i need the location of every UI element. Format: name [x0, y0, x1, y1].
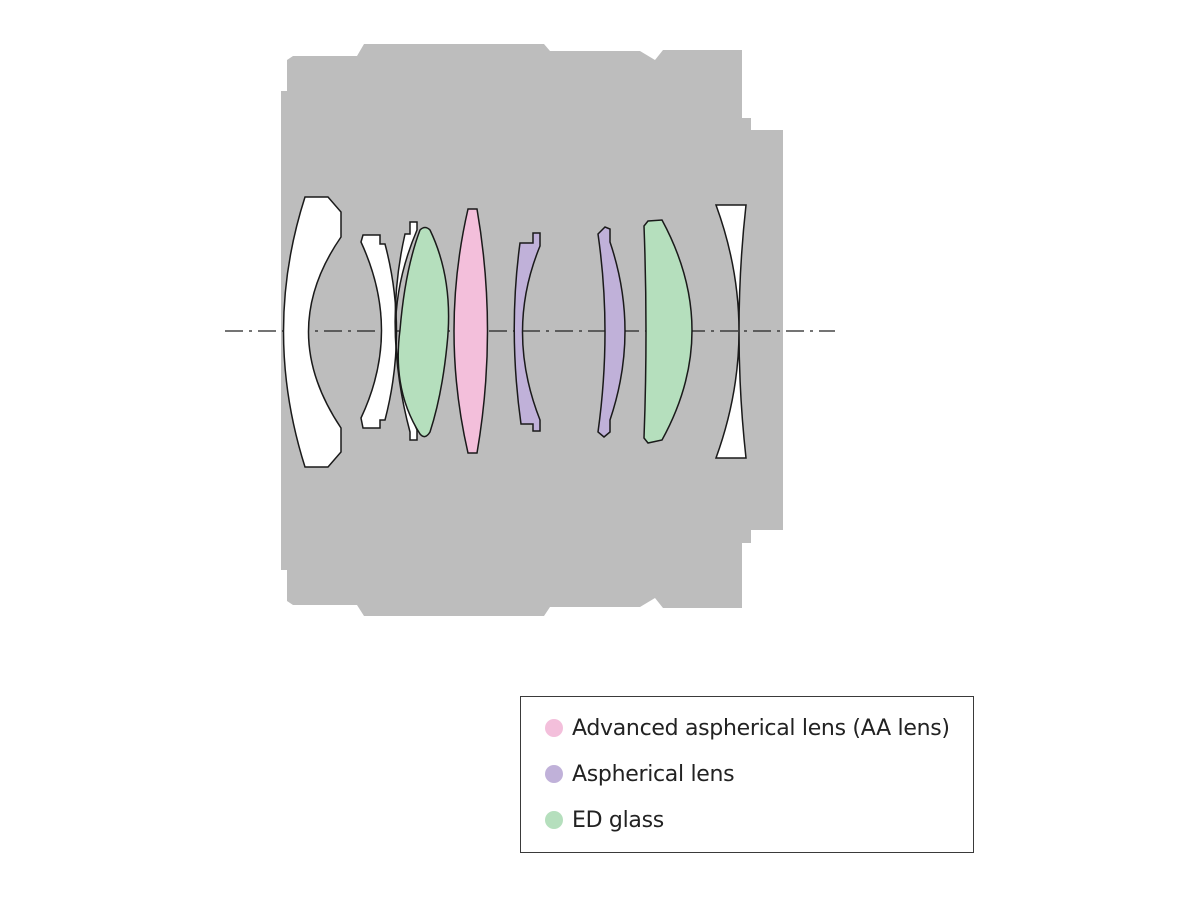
lens-element-8-ed-glass	[643, 219, 693, 444]
lens-element-4-ed-glass	[397, 226, 450, 438]
legend-label: ED glass	[572, 807, 664, 833]
legend-item-ed-glass: ED glass	[545, 805, 664, 835]
legend-box: Advanced aspherical lens (AA lens) Asphe…	[520, 696, 974, 853]
lens-element-9	[714, 204, 747, 459]
green-circle-icon	[545, 811, 563, 829]
pink-circle-icon	[545, 719, 563, 737]
purple-circle-icon	[545, 765, 563, 783]
lens-element-2	[360, 234, 398, 429]
legend-item-aspherical: Aspherical lens	[545, 759, 735, 789]
legend-label: Aspherical lens	[572, 761, 735, 787]
lens-element-7-aspherical	[597, 226, 626, 438]
lens-barrel	[281, 44, 783, 616]
lens-element-6-aspherical	[513, 232, 541, 432]
lens-element-5-aa-lens	[453, 208, 489, 454]
legend-label: Advanced aspherical lens (AA lens)	[572, 715, 950, 741]
lens-element-1	[282, 196, 342, 468]
legend-item-aa-lens: Advanced aspherical lens (AA lens)	[545, 713, 950, 743]
